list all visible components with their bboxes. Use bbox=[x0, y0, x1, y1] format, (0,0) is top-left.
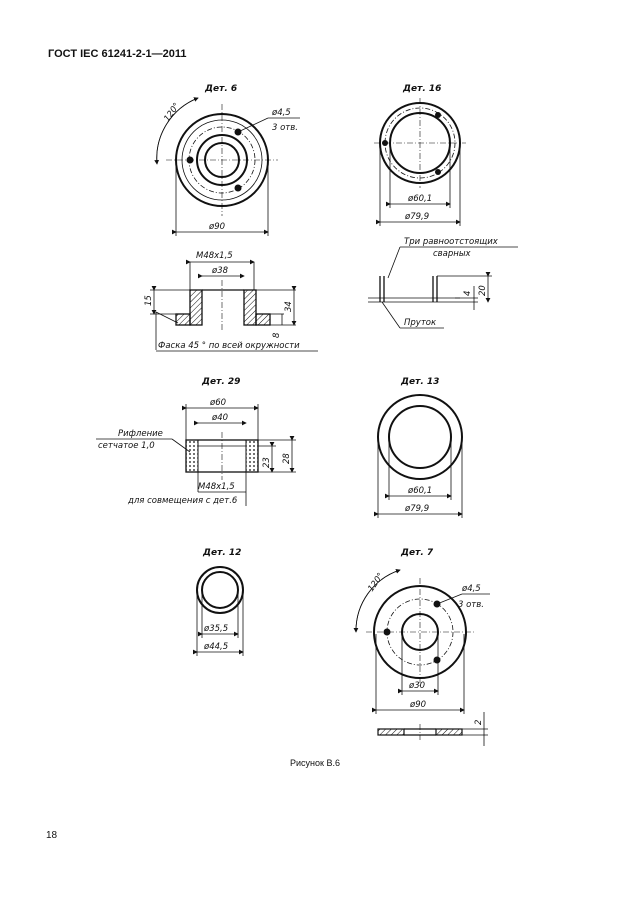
part-det12: Дет. 12 ø35,5 ø44,5 bbox=[193, 548, 244, 656]
part-det7: Дет. 7 120° ø4,5 3 отв. ø30 ø90 2 bbox=[353, 548, 490, 746]
det7-angle: 120° bbox=[366, 571, 386, 594]
det16-inner-dia: ø60,1 bbox=[407, 194, 432, 204]
det12-inner-dia: ø35,5 bbox=[203, 624, 228, 634]
det6-thread: М48х1,5 bbox=[196, 251, 233, 261]
det29-thread-note: для совмещения с дет.6 bbox=[127, 496, 238, 506]
document-header: ГОСТ IEC 61241-2-1—2011 bbox=[48, 48, 187, 60]
det12-title: Дет. 12 bbox=[202, 548, 241, 558]
det29-title: Дет. 29 bbox=[201, 377, 240, 387]
det6-dim-15: 15 bbox=[144, 295, 154, 306]
part-det6-top: Дет. 6 120° ø4,5 3 отв. ø90 bbox=[154, 84, 300, 236]
det7-outer-dia: ø90 bbox=[409, 700, 426, 710]
det13-outer-dia: ø79,9 bbox=[404, 504, 429, 514]
det6-outer-dia: ø90 bbox=[208, 222, 225, 232]
det7-inner-dia: ø30 bbox=[408, 681, 425, 691]
det6-chamfer: Фаска 45 ° по всей окружности bbox=[158, 341, 300, 351]
part-det16: Дет. 16 ø60,1 ø79,9 Три равноотстоящих с… bbox=[368, 84, 518, 329]
det29-dim-28: 28 bbox=[282, 453, 292, 464]
det6-inner-dia: ø38 bbox=[211, 266, 229, 276]
det7-dim-2: 2 bbox=[474, 720, 484, 725]
det7-title: Дет. 7 bbox=[400, 548, 434, 558]
det6-hole-count: 3 отв. bbox=[272, 123, 298, 133]
part-det13: Дет. 13 ø60,1 ø79,9 bbox=[374, 377, 463, 518]
det16-outer-dia: ø79,9 bbox=[404, 212, 429, 222]
part-det29: Дет. 29 ø60 ø40 Рифление сетчатое 1,0 23… bbox=[96, 377, 296, 506]
det6-title: Дет. 6 bbox=[204, 84, 237, 94]
det29-knurl-1: Рифление bbox=[118, 429, 163, 439]
det16-title: Дет. 16 bbox=[402, 84, 441, 94]
det6-hole-dia: ø4,5 bbox=[271, 108, 291, 118]
det7-hole-count: 3 отв. bbox=[458, 600, 484, 610]
det7-hole-dia: ø4,5 bbox=[461, 584, 481, 594]
det29-dim-23: 23 bbox=[262, 457, 272, 468]
det6-dim-34: 34 bbox=[284, 301, 294, 312]
det13-inner-dia: ø60,1 bbox=[407, 486, 432, 496]
det29-inner-dia: ø40 bbox=[211, 413, 228, 423]
det12-outer-dia: ø44,5 bbox=[203, 642, 228, 652]
part-det6-section: М48х1,5 ø38 15 34 8 Фаска 45 ° по всей о… bbox=[144, 251, 318, 352]
page-number: 18 bbox=[46, 830, 58, 841]
det6-dim-8: 8 bbox=[272, 332, 282, 338]
det16-weld-note-2: сварных bbox=[433, 249, 472, 259]
det16-wire: Пруток bbox=[404, 318, 437, 328]
figure-caption: Рисунок В.6 bbox=[290, 758, 340, 768]
det29-knurl-2: сетчатое 1,0 bbox=[98, 441, 155, 451]
det13-title: Дет. 13 bbox=[400, 377, 439, 387]
det29-outer-dia: ø60 bbox=[209, 398, 226, 408]
det6-angle: 120° bbox=[162, 101, 182, 124]
det29-thread: М48х1,5 bbox=[198, 482, 235, 492]
det16-dim-20: 20 bbox=[478, 285, 488, 296]
det16-dim-4: 4 bbox=[463, 291, 473, 296]
det16-weld-note-1: Три равноотстоящих bbox=[404, 237, 499, 247]
